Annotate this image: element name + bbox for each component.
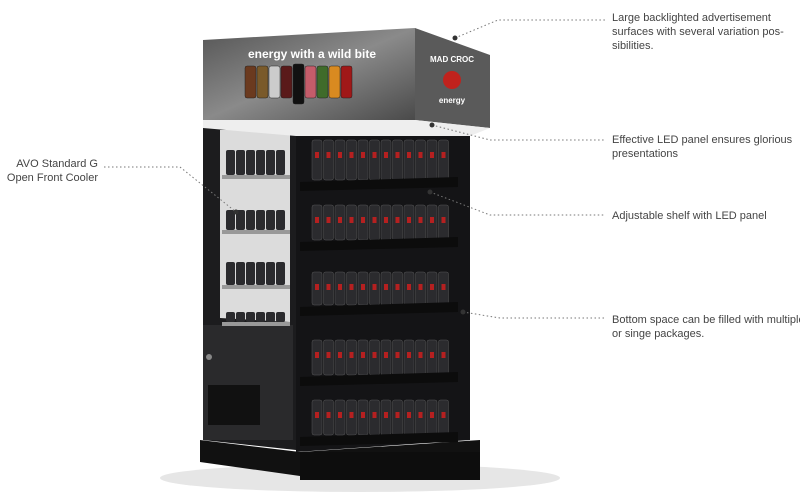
sign-can: [268, 65, 281, 99]
sign-can: [280, 65, 293, 99]
shelf: [300, 302, 458, 316]
can: [392, 139, 403, 181]
sign-can: [340, 65, 353, 99]
shelving-unit: [222, 118, 470, 452]
can: [403, 139, 415, 181]
lock: [206, 354, 212, 360]
callout-advertisement: Large backlighted advertisement surfaces…: [612, 12, 784, 52]
sign-can: [256, 65, 269, 99]
sign-can: [328, 65, 341, 99]
sign-can: [316, 65, 329, 99]
callout-shelf: Adjustable shelf with LED panel: [612, 210, 767, 222]
sign-slogan: energy with a wild bite: [248, 47, 376, 61]
can: [311, 139, 323, 181]
pallet: [200, 440, 480, 480]
callout-lines: [104, 19, 605, 319]
brand-sub-text: energy: [439, 96, 466, 105]
brand-logo-text: MAD CROC: [430, 55, 474, 64]
callout-bottom-space: Bottom space can be filled with multiple…: [612, 314, 800, 340]
shelf: [300, 237, 458, 251]
callout-cooler: AVO Standard G Open Front Cooler: [6, 158, 98, 184]
sign-can: [304, 65, 317, 99]
can: [426, 139, 438, 181]
can: [369, 139, 380, 181]
vent-grille: [208, 385, 260, 425]
can: [415, 139, 426, 181]
can: [346, 139, 357, 181]
croc-logo-icon: [443, 71, 461, 89]
sign-can: [244, 65, 257, 99]
advertisement-sign: energy with a wild bite MAD CROC energy: [203, 28, 490, 136]
sign-can: [292, 63, 305, 105]
can: [380, 139, 392, 181]
shelf: [300, 432, 458, 446]
shelf: [300, 372, 458, 386]
shelf: [300, 177, 458, 191]
can: [438, 139, 449, 181]
can: [334, 139, 346, 181]
can: [357, 139, 369, 181]
can: [323, 139, 334, 181]
callout-led-panel: Effective LED panel ensures glorious pre…: [612, 134, 793, 160]
